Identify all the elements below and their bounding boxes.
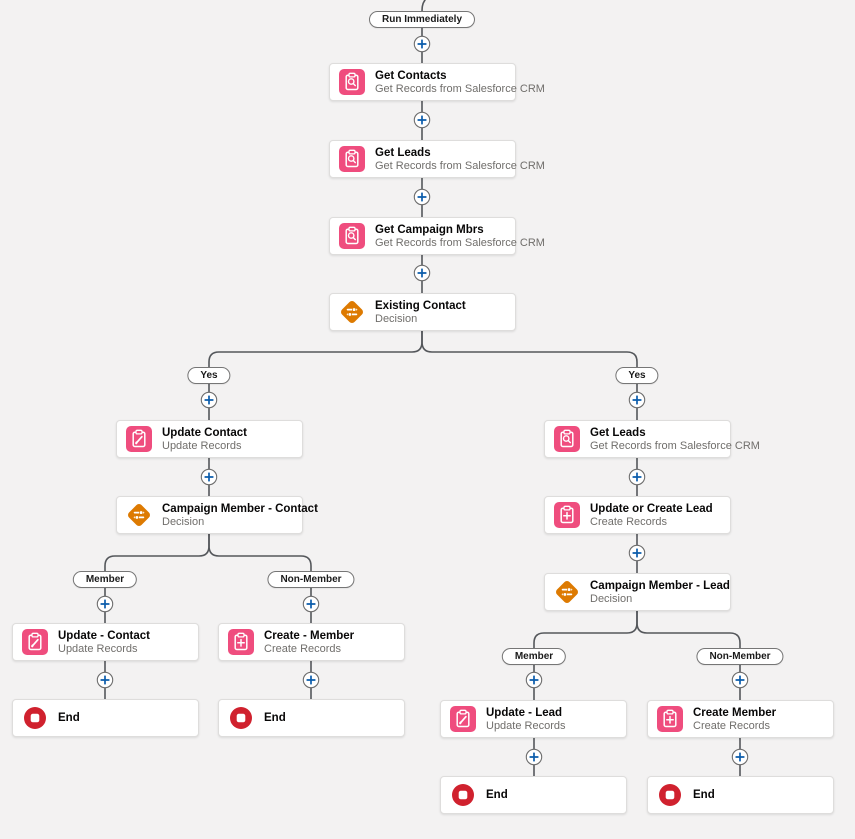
node-title: End	[693, 789, 715, 801]
node-title: Update - Lead	[486, 706, 563, 719]
end-icon	[449, 781, 477, 809]
add-element-button[interactable]	[414, 112, 431, 129]
create-records-icon	[553, 501, 581, 529]
node-title: Campaign Member - Contact	[162, 502, 318, 515]
node-subtitle: Create Records	[264, 642, 342, 655]
node-end-4[interactable]: End	[647, 776, 834, 814]
add-element-button[interactable]	[629, 545, 646, 562]
get-records-icon	[338, 145, 366, 173]
branch-label-yes-left[interactable]: Yes	[187, 367, 231, 384]
node-title: Get Leads	[590, 426, 646, 439]
decision-icon	[125, 501, 153, 529]
add-element-button[interactable]	[97, 672, 114, 689]
node-title: End	[58, 712, 80, 724]
update-records-icon	[21, 628, 49, 656]
update-records-icon	[449, 705, 477, 733]
node-title: Update - Contact	[58, 629, 150, 642]
branch-label-yes-right[interactable]: Yes	[615, 367, 659, 384]
create-records-icon	[227, 628, 255, 656]
node-end-1[interactable]: End	[12, 699, 199, 737]
node-title: Create Member	[693, 706, 777, 719]
node-subtitle: Create Records	[590, 515, 668, 528]
node-subtitle: Decision	[375, 312, 418, 325]
node-title: Get Contacts	[375, 69, 447, 82]
node-subtitle: Create Records	[693, 719, 771, 732]
node-title: Get Campaign Mbrs	[375, 223, 484, 236]
node-subtitle: Decision	[162, 515, 205, 528]
decision-icon	[553, 578, 581, 606]
update-records-icon	[125, 425, 153, 453]
get-records-icon	[338, 68, 366, 96]
node-end-2[interactable]: End	[218, 699, 405, 737]
add-element-button[interactable]	[526, 749, 543, 766]
end-icon	[656, 781, 684, 809]
node-title: Existing Contact	[375, 299, 466, 312]
branch-label-non-member-left[interactable]: Non-Member	[267, 571, 355, 588]
add-element-button[interactable]	[414, 265, 431, 282]
branch-label-member-right[interactable]: Member	[501, 648, 567, 665]
node-subtitle: Get Records from Salesforce CRM	[375, 159, 545, 172]
node-subtitle: Get Records from Salesforce CRM	[375, 82, 545, 95]
get-records-icon	[338, 222, 366, 250]
add-element-button[interactable]	[526, 672, 543, 689]
add-element-button[interactable]	[414, 189, 431, 206]
branch-label-member-left[interactable]: Member	[72, 571, 138, 588]
add-element-button[interactable]	[732, 749, 749, 766]
start-label-pill[interactable]: Run Immediately	[368, 11, 476, 28]
decision-icon	[338, 298, 366, 326]
add-element-button[interactable]	[303, 672, 320, 689]
node-subtitle: Update Records	[486, 719, 566, 732]
node-end-3[interactable]: End	[440, 776, 627, 814]
get-records-icon	[553, 425, 581, 453]
node-subtitle: Get Records from Salesforce CRM	[590, 439, 760, 452]
add-element-button[interactable]	[201, 469, 218, 486]
node-subtitle: Decision	[590, 592, 633, 605]
add-element-button[interactable]	[629, 469, 646, 486]
end-icon	[21, 704, 49, 732]
node-title: Update Contact	[162, 426, 247, 439]
node-subtitle: Get Records from Salesforce CRM	[375, 236, 545, 249]
node-title: Get Leads	[375, 146, 431, 159]
node-title: End	[486, 789, 508, 801]
node-title: End	[264, 712, 286, 724]
node-subtitle: Update Records	[162, 439, 242, 452]
add-element-button[interactable]	[97, 596, 114, 613]
add-element-button[interactable]	[201, 392, 218, 409]
add-element-button[interactable]	[732, 672, 749, 689]
node-title: Update or Create Lead	[590, 502, 713, 515]
node-subtitle: Update Records	[58, 642, 138, 655]
add-element-button[interactable]	[414, 36, 431, 53]
add-element-button[interactable]	[629, 392, 646, 409]
node-title: Create - Member	[264, 629, 355, 642]
create-records-icon	[656, 705, 684, 733]
branch-label-non-member-right[interactable]: Non-Member	[696, 648, 784, 665]
node-title: Campaign Member - Lead	[590, 579, 730, 592]
add-element-button[interactable]	[303, 596, 320, 613]
end-icon	[227, 704, 255, 732]
